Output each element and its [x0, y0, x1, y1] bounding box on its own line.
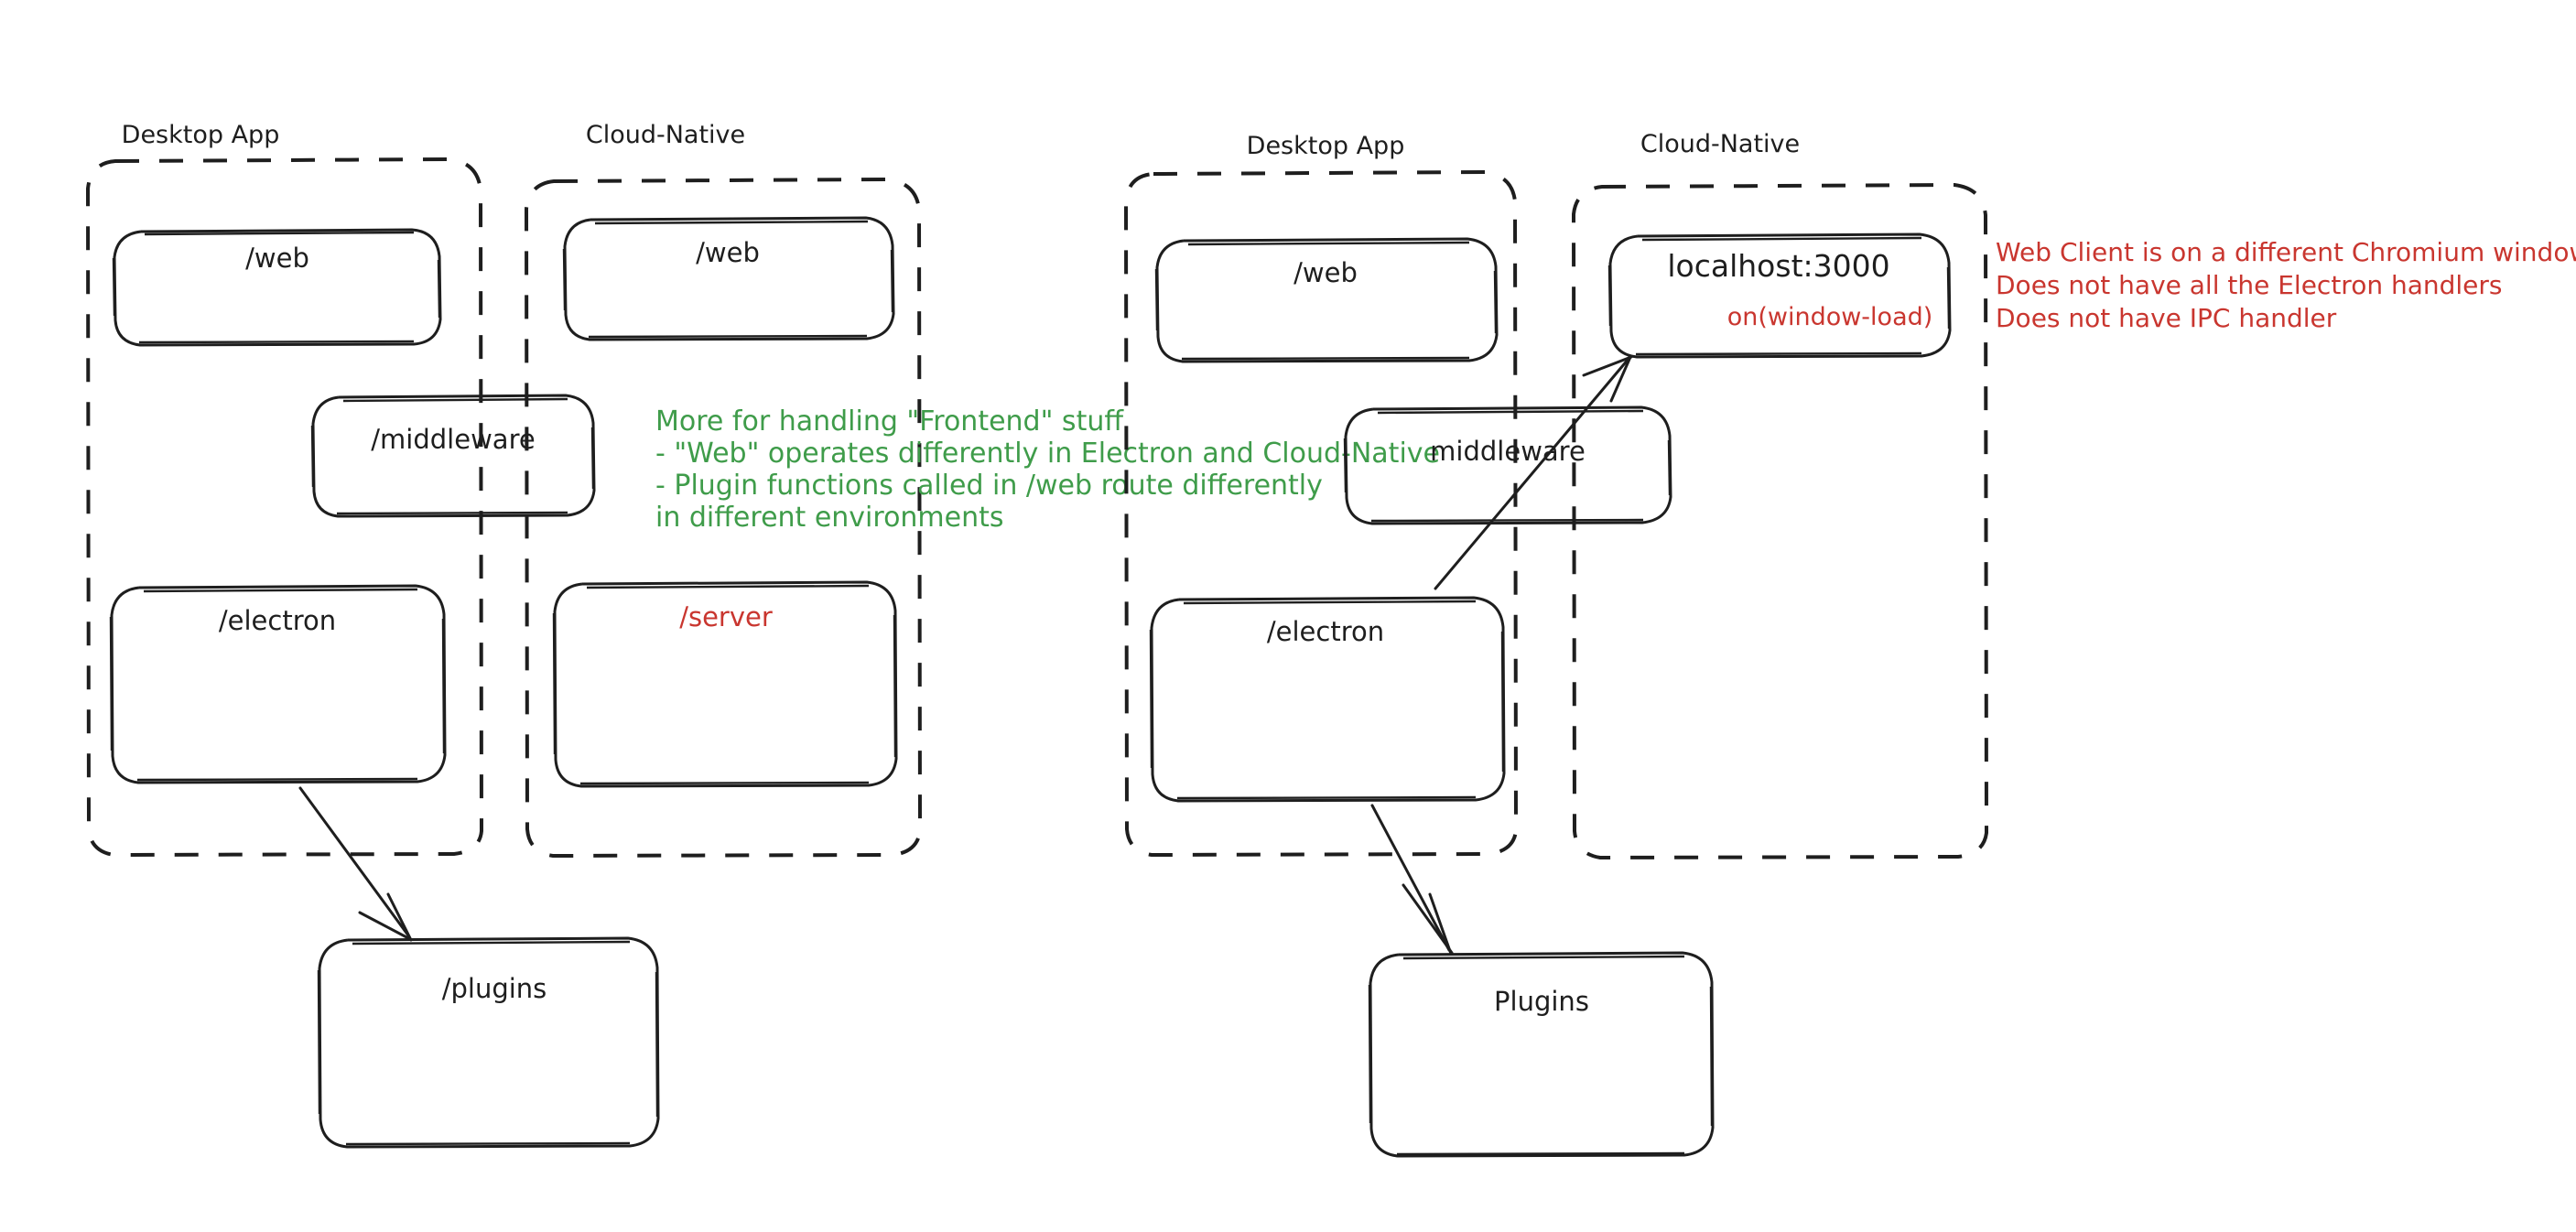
- left-node-server-label: /server: [679, 601, 773, 632]
- right-cloud-native-container: [1571, 182, 1989, 860]
- left-node-server[interactable]: /server: [552, 580, 898, 788]
- left-desktop-app-container: [85, 157, 484, 858]
- left-node-electron-label: /electron: [219, 605, 336, 636]
- left-node-plugins[interactable]: /plugins: [317, 936, 660, 1149]
- right-group-label-cloud-native: Cloud-Native: [1640, 130, 1800, 158]
- right-node-plugins-label: Plugins: [1494, 986, 1589, 1017]
- right-annotation-red-line-3: Does not have IPC handler: [1996, 303, 2337, 333]
- left-annotation-green-line-3: - Plugin functions called in /web route …: [655, 470, 1323, 502]
- left-annotation-green: More for handling "Frontend" stuff - "We…: [655, 405, 1440, 534]
- left-node-web-desktop[interactable]: /web: [112, 228, 442, 347]
- left-group-label-desktop-app: Desktop App: [122, 121, 280, 149]
- left-node-web-cloud[interactable]: /web: [562, 216, 895, 341]
- left-node-middleware-label: /middleware: [371, 424, 535, 455]
- right-node-middleware[interactable]: middleware: [1343, 405, 1672, 525]
- right-group-label-desktop-app: Desktop App: [1247, 132, 1405, 160]
- right-node-localhost-sublabel: on(window-load): [1727, 303, 1933, 331]
- left-node-web-desktop-label: /web: [245, 243, 309, 274]
- right-arrow-electron-to-plugins: [1370, 804, 1454, 956]
- right-annotation-red-line-1: Web Client is on a different Chromium wi…: [1996, 237, 2576, 267]
- left-annotation-green-line-1: More for handling "Frontend" stuff: [655, 405, 1124, 438]
- left-cloud-native-container: [524, 177, 923, 859]
- right-annotation-red-line-2: Does not have all the Electron handlers: [1996, 270, 2503, 300]
- right-node-localhost-label: localhost:3000: [1667, 248, 1889, 284]
- right-node-web[interactable]: /web: [1154, 237, 1499, 363]
- right-node-plugins[interactable]: Plugins: [1368, 951, 1715, 1158]
- right-node-electron-label: /electron: [1267, 616, 1384, 647]
- right-annotation-red: Web Client is on a different Chromium wi…: [1996, 237, 2576, 333]
- right-node-middleware-label: middleware: [1430, 436, 1586, 467]
- left-arrow-electron-to-plugins: [298, 786, 413, 942]
- right-arrow-electron-to-localhost: [1434, 355, 1633, 590]
- right-node-electron[interactable]: /electron: [1149, 596, 1506, 803]
- left-node-web-cloud-label: /web: [696, 237, 760, 268]
- right-node-localhost[interactable]: localhost:3000 on(window-load): [1607, 232, 1952, 359]
- left-annotation-green-line-2: - "Web" operates differently in Electron…: [655, 438, 1440, 470]
- left-node-middleware[interactable]: /middleware: [310, 394, 596, 518]
- right-node-web-label: /web: [1293, 257, 1358, 288]
- left-group-label-cloud-native: Cloud-Native: [586, 121, 745, 149]
- right-desktop-app-container: [1123, 169, 1519, 858]
- left-node-plugins-label: /plugins: [442, 973, 547, 1004]
- left-node-electron[interactable]: /electron: [109, 584, 447, 784]
- left-annotation-green-line-4: in different environments: [655, 502, 1004, 534]
